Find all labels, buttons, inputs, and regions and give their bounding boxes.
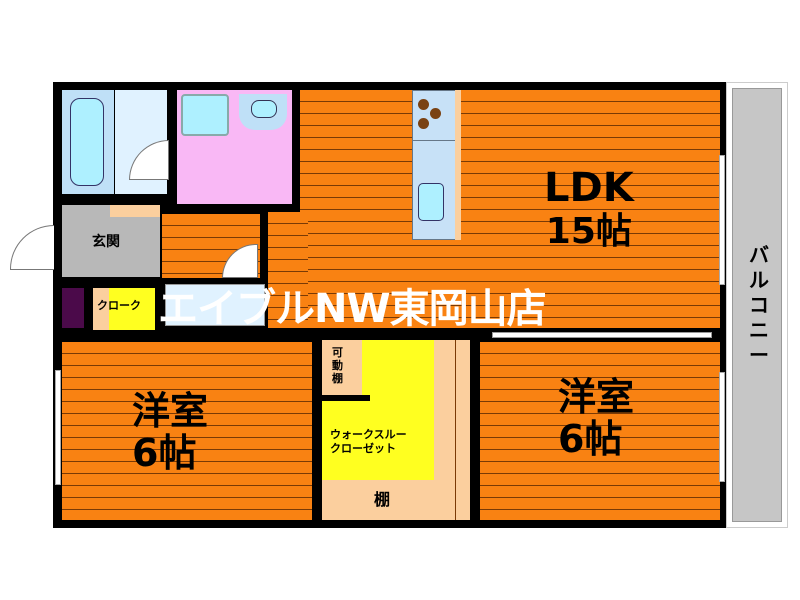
- stove-burner-icon: [418, 118, 429, 129]
- washroom: [115, 90, 169, 194]
- walk-through-closet: 可 動 棚 ウォークスルー クローゼット 棚: [322, 340, 470, 520]
- kitchen-counter: [412, 90, 456, 240]
- ldk: [300, 90, 720, 328]
- sliding-door: [492, 332, 712, 338]
- balcony-label: バ ル コ ニ ー: [749, 243, 769, 367]
- bathroom: [62, 90, 114, 194]
- sink-icon: [181, 94, 229, 136]
- western-room-left-label: 洋室 6帖: [132, 389, 209, 475]
- watermark: エイブルNW東岡山店: [158, 286, 547, 332]
- cloak: クローク: [93, 288, 155, 330]
- western-room-right: [480, 342, 720, 520]
- movable-shelf-label: 可 動 棚: [332, 346, 343, 386]
- shelf-label: 棚: [374, 490, 391, 509]
- ldk-label: LDK 15帖: [544, 165, 634, 252]
- sink-icon: [418, 183, 444, 221]
- window: [719, 155, 725, 285]
- window: [719, 372, 725, 482]
- ldk-extension: [268, 212, 308, 328]
- bathtub-icon: [70, 98, 104, 186]
- cloak-dark: [62, 288, 84, 328]
- western-room-left: [62, 342, 312, 520]
- western-room-right-label: 洋室 6帖: [558, 375, 635, 461]
- toilet-room: [177, 90, 292, 204]
- stove-burner-icon: [430, 108, 441, 119]
- walk-through-closet-label: ウォークスルー クローゼット: [330, 428, 407, 456]
- entrance-label: 玄関: [92, 234, 120, 250]
- entrance: 玄関: [62, 205, 160, 277]
- front-door-icon: [10, 225, 54, 270]
- stove-burner-icon: [418, 99, 429, 110]
- cloak-label: クローク: [97, 299, 141, 312]
- door-arc-icon: [129, 140, 169, 180]
- toilet-icon: [239, 94, 287, 130]
- balcony: バ ル コ ニ ー: [726, 82, 788, 528]
- window: [55, 370, 61, 485]
- laundry-area: [165, 284, 265, 326]
